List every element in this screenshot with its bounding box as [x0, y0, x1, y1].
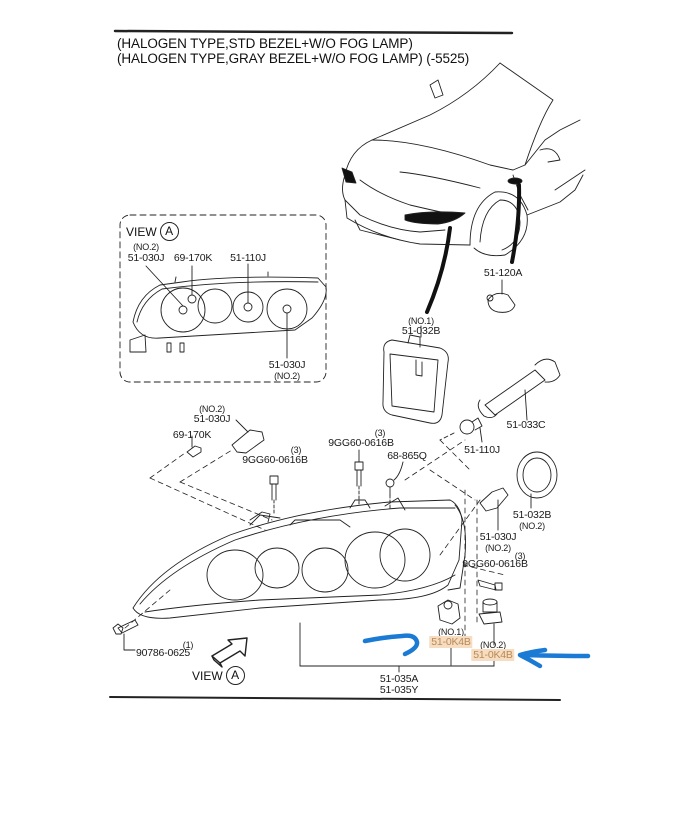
leader-headlight — [425, 226, 452, 314]
diagram-title-line-1: (HALOGEN TYPE,STD BEZEL+W/O FOG LAMP) — [117, 36, 413, 51]
headlight-assembly — [132, 497, 466, 667]
side-marker-lamp — [486, 279, 516, 313]
car-headlight-marker — [341, 167, 357, 184]
inset-park-bulb-label: 69-170K — [173, 252, 213, 264]
headlight-cover-no2 — [516, 451, 558, 509]
cover-no1-note: (NO.1) — [408, 316, 434, 326]
bulb-51-030j-left — [231, 419, 265, 454]
bolt-right — [477, 579, 503, 591]
bolt-right-label: 9GG60-0616B — [462, 558, 528, 570]
bolt-left-label: 9GG60-0616B — [242, 454, 308, 466]
view-a-inset-box — [119, 214, 327, 383]
cover-no2-note: (NO.2) — [519, 521, 545, 531]
cover-no1-label: 51-032B — [401, 325, 441, 337]
cover-no2-label: 51-032B — [512, 509, 552, 521]
bolt-center-label: 9GG60-0616B — [328, 437, 394, 449]
park-bulb-69-170k — [186, 435, 202, 458]
view-label: VIEW — [192, 668, 223, 683]
diagram-title-line-2: (HALOGEN TYPE,GRAY BEZEL+W/O FOG LAMP) (… — [117, 51, 470, 66]
side-marker-label: 51-120A — [483, 267, 523, 279]
bolt-center — [354, 449, 364, 506]
view-a-circle-icon: A — [225, 666, 245, 685]
bolt-bottom — [112, 619, 139, 651]
bolt-bottom-label: 90786-0625 — [136, 647, 191, 659]
bulb-left-label: 51-030J — [193, 413, 231, 425]
car-illustration — [342, 62, 586, 257]
adjuster-no2-label[interactable]: 51-0K4B — [471, 649, 515, 661]
car-side-marker — [507, 177, 523, 185]
inset-bulb-right-label: 51-030J — [268, 359, 306, 371]
socket-label: 51-033C — [506, 419, 546, 431]
adjuster-no1-label[interactable]: 51-0K4B — [429, 636, 473, 648]
bulb-110j-label: 51-110J — [464, 444, 500, 456]
adjuster-no2 — [478, 598, 503, 667]
inset-view-a-tag: VIEW A — [126, 222, 179, 241]
adjuster-no1-note: (NO.1) — [438, 627, 464, 637]
exploded-view-a-tag: VIEW A — [192, 666, 245, 685]
adjuster-no1 — [437, 599, 461, 666]
inset-headlight — [129, 263, 327, 359]
adjuster-no1-highlight: 51-0K4B — [429, 636, 473, 648]
screw-label: 68-865Q — [387, 450, 427, 462]
inset-bulb-right-note: (NO.2) — [274, 371, 300, 381]
blue-hook-annotation[interactable] — [362, 633, 420, 657]
headlight-cover-no1 — [382, 325, 449, 424]
bulb-left-note: (NO.2) — [199, 404, 225, 414]
bulb-right-label: 51-030J — [479, 531, 517, 543]
explosion-lines — [124, 439, 506, 641]
adjuster-no2-highlight: 51-0K4B — [471, 649, 515, 661]
park-bulb-label: 69-170K — [172, 429, 212, 441]
blue-arrow-annotation[interactable] — [517, 647, 591, 669]
leader-side-marker — [510, 183, 522, 264]
bolt-center-qty: (3) — [374, 428, 386, 438]
view-a-circle-icon: A — [159, 222, 179, 241]
bottom-rule — [109, 696, 561, 701]
inset-high-bulb-label: 51-110J — [230, 252, 266, 264]
assembly-a-label: 51-035A — [379, 673, 419, 685]
view-a-arrow — [211, 637, 248, 664]
car-headlight-marker — [404, 211, 466, 225]
bulb-right-note: (NO.2) — [485, 543, 511, 553]
bulb-51-030j-right — [479, 487, 509, 531]
adjuster-no2-note: (NO.2) — [480, 640, 506, 650]
view-label: VIEW — [126, 224, 157, 239]
bulb-51-110j — [439, 417, 483, 443]
assembly-y-label: 51-035Y — [379, 684, 419, 696]
bolt-right-qty: (3) — [514, 551, 526, 561]
bulb-socket — [477, 358, 561, 421]
bolt-left-qty: (3) — [290, 445, 302, 455]
bolt-bottom-qty: (1) — [182, 640, 194, 650]
inset-bulb-low-label: 51-030J — [127, 252, 165, 264]
bolt-left — [269, 475, 279, 516]
top-rule — [113, 29, 514, 35]
inset-bulb-low-note: (NO.2) — [133, 242, 159, 252]
